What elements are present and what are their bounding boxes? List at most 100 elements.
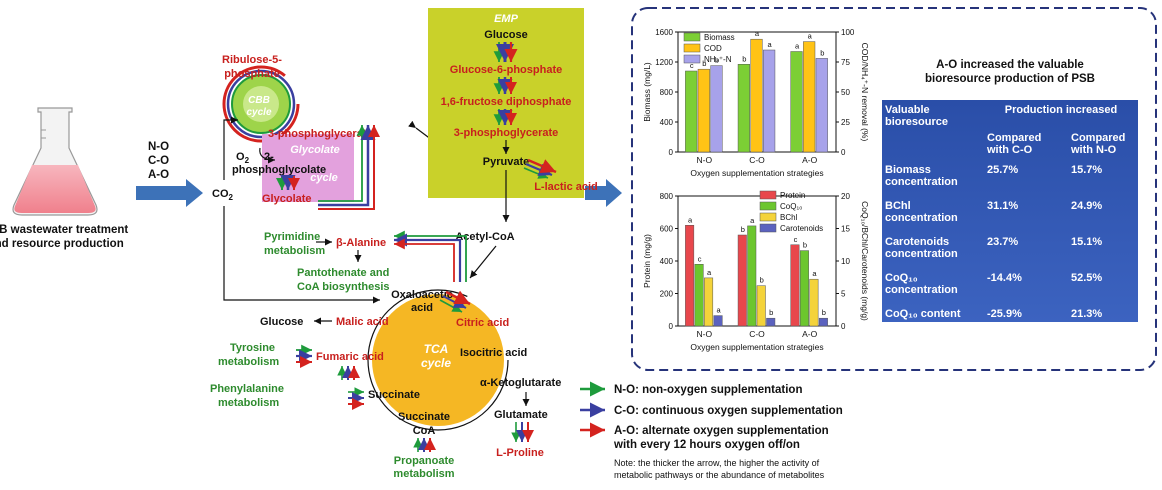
- bar-letter-label: b: [715, 56, 719, 65]
- pathway-pyrimidine-1: Pyrimidine: [264, 231, 320, 243]
- chart-protein-pigments: 020040060080005101520N-OacaaC-ObabbA-Ocb…: [642, 190, 870, 352]
- legend-text-co: C-O: continuous oxygen supplementation: [614, 405, 843, 417]
- metabolite-succcoa-2: CoA: [413, 425, 436, 437]
- table-cell-vs-no: 21.3%: [1071, 308, 1103, 320]
- y-tick-label: 0: [669, 148, 674, 157]
- legend-note-2: metabolic pathways or the abundance of m…: [614, 470, 825, 480]
- x-tick-label: C-O: [749, 155, 765, 165]
- table-head-group: Production increased: [1004, 104, 1118, 116]
- metabolite-g6p: Glucose-6-phosphate: [450, 64, 562, 76]
- table-head-valuable: Valuable: [885, 104, 930, 116]
- bar: [685, 225, 695, 327]
- metabolite-malic: Malic acid: [336, 316, 389, 328]
- emp-box: [428, 8, 584, 198]
- legend-swatch: [759, 212, 777, 222]
- arrows-phenyl: [348, 387, 364, 410]
- bar: [713, 315, 723, 327]
- bar: [790, 51, 803, 153]
- flask-label-line2: and resource production: [0, 238, 124, 250]
- bar: [803, 41, 816, 153]
- arrow-ao-alanine: [394, 238, 455, 282]
- metabolite-akg: α-Ketoglutarate: [480, 377, 561, 389]
- bar: [756, 285, 766, 327]
- tca-cycle: [372, 294, 504, 426]
- table-head-no: Compared with N-O: [1071, 132, 1126, 156]
- table-row: CoQ₁₀ concentration-14.4%52.5%: [882, 266, 1138, 302]
- legend-swatch: [683, 32, 701, 42]
- metabolite-beta-alanine: β-Alanine: [336, 237, 386, 249]
- bar-letter-label: a: [750, 216, 755, 225]
- bar: [737, 234, 747, 327]
- condition-co: C-O: [148, 155, 169, 167]
- y-tick-label: 0: [669, 322, 674, 331]
- bar-letter-label: a: [688, 215, 693, 224]
- y2-tick-label: 0: [841, 322, 846, 331]
- x-tick-label: C-O: [749, 329, 765, 339]
- legend-label: NH₄⁺-N: [704, 55, 732, 64]
- cbb-cycle: [222, 65, 300, 143]
- bar-letter-label: b: [741, 225, 745, 234]
- bar-letter-label: b: [769, 308, 773, 317]
- y-tick-label: 800: [660, 88, 674, 97]
- arrow-no-glyc-return: [318, 125, 368, 202]
- co2-label: CO2: [212, 188, 234, 202]
- process-arrow-left: [136, 179, 203, 207]
- bar-letter-label: c: [794, 235, 798, 244]
- bar-letter-label: b: [742, 54, 746, 63]
- metabolite-oxaloacetic-2: acid: [411, 302, 433, 314]
- metabolite-glutamate: Glutamate: [494, 409, 548, 421]
- metabolite-pyruvate: Pyruvate: [483, 156, 529, 168]
- arrows-tyrosine: [296, 344, 312, 368]
- y-tick-label: 800: [660, 192, 674, 201]
- legend-label: BChl: [780, 213, 798, 222]
- table-cell-vs-no: 15.1%: [1071, 236, 1103, 248]
- table-head-bioresource: Valuable bioresource: [882, 100, 984, 130]
- metabolite-isocitric: Isocitric acid: [460, 347, 527, 359]
- legend-text-ao-1: A-O: alternate oxygen supplementation: [614, 425, 829, 437]
- pathway-propanoate-1: Propanoate: [394, 455, 455, 467]
- arrows-propanoate: [413, 438, 436, 452]
- table-head-bioresource-text: bioresource: [885, 116, 948, 128]
- glycolate-cycle-label-2: cycle: [310, 172, 338, 184]
- metabolite-ribulose-1: Ribulose-5-: [222, 54, 282, 66]
- y2-tick-label: 25: [841, 118, 850, 127]
- bar-letter-label: a: [795, 42, 800, 51]
- metabolite-lactic: L-lactic acid: [534, 181, 598, 193]
- bar-letter-label: a: [707, 268, 712, 277]
- metabolite-succinate: Succinate: [368, 389, 420, 401]
- cbb-label-1: CBB: [248, 95, 270, 106]
- pathway-pantothenate-1: Pantothenate and: [297, 267, 389, 279]
- glycolate-cycle-box: [262, 134, 354, 202]
- bar-letter-label: a: [755, 29, 760, 38]
- y-tick-label: 1600: [655, 28, 673, 37]
- two-label: 2-: [264, 151, 274, 163]
- y2-tick-label: 20: [841, 192, 850, 201]
- legend-label: Biomass: [704, 33, 735, 42]
- bar-letter-label: c: [698, 254, 702, 263]
- metabolite-citric: Citric acid: [456, 317, 509, 329]
- emp-label: EMP: [494, 13, 519, 25]
- bar: [747, 225, 757, 327]
- table-head-spacer: [882, 130, 984, 158]
- arrow-no-alanine: [394, 230, 467, 282]
- bar-letter-label: b: [820, 48, 824, 57]
- legend-note-1: Note: the thicker the arrow, the higher …: [614, 458, 820, 468]
- y2-tick-label: 100: [841, 28, 855, 37]
- metabolite-f16: 1,6-fructose diphosphate: [441, 96, 572, 108]
- y2-tick-label: 15: [841, 225, 850, 234]
- pathway-pyrimidine-2: metabolism: [264, 245, 325, 257]
- legend-label: COD: [704, 44, 722, 53]
- arrows-fumaric-up: [337, 366, 360, 380]
- bar: [809, 278, 819, 327]
- x-tick-label: A-O: [802, 329, 818, 339]
- legend-text-no: N-O: non-oxygen supplementation: [614, 384, 802, 396]
- table-title-line1: A-O increased the valuable: [936, 59, 1084, 71]
- pathway-phenyl-2: metabolism: [218, 397, 279, 409]
- y2-tick-label: 0: [841, 148, 846, 157]
- bioresource-table: Valuable bioresource Production increase…: [882, 100, 1138, 322]
- bar: [799, 250, 809, 327]
